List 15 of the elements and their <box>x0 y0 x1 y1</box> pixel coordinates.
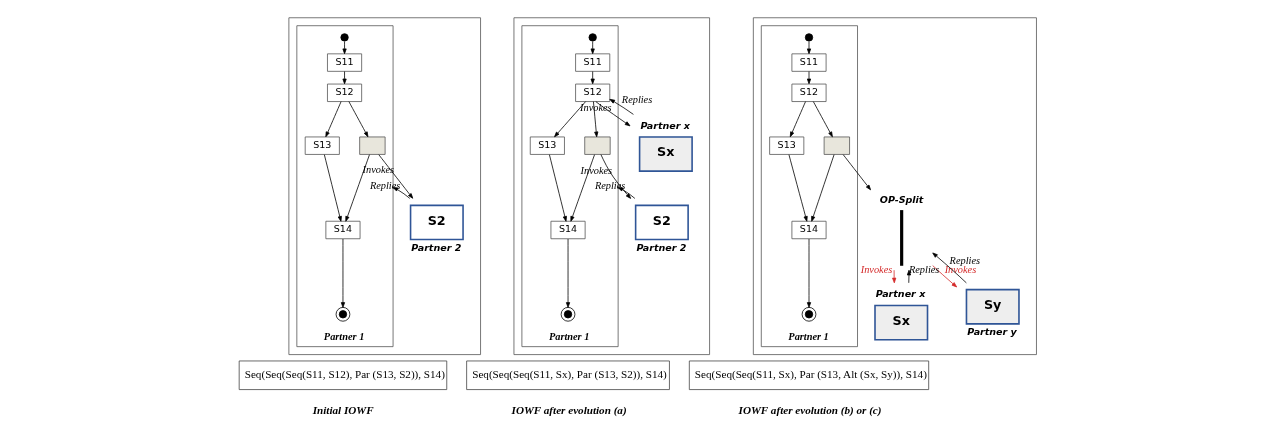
node-label: Partner 2 <box>635 242 686 254</box>
node-label: Partner x <box>875 288 925 300</box>
edge-label: Replies <box>369 179 400 191</box>
node-label: Partner y <box>966 326 1017 338</box>
label: IOWF after evolution (b) or (c) <box>738 403 881 416</box>
edge-label: Replies <box>621 93 652 105</box>
node-label: Partner x <box>639 119 690 131</box>
edge-label: Invokes <box>860 263 892 275</box>
label: IOWF after evolution (a) <box>511 403 627 416</box>
node-label: OP-Split <box>879 194 923 206</box>
node-label: Partner 2 <box>410 242 461 254</box>
edge-label: Invokes <box>362 164 394 176</box>
label: Initial IOWF <box>312 403 374 416</box>
edge-label: Replies <box>908 263 939 275</box>
edge-label: Invokes <box>580 165 612 177</box>
